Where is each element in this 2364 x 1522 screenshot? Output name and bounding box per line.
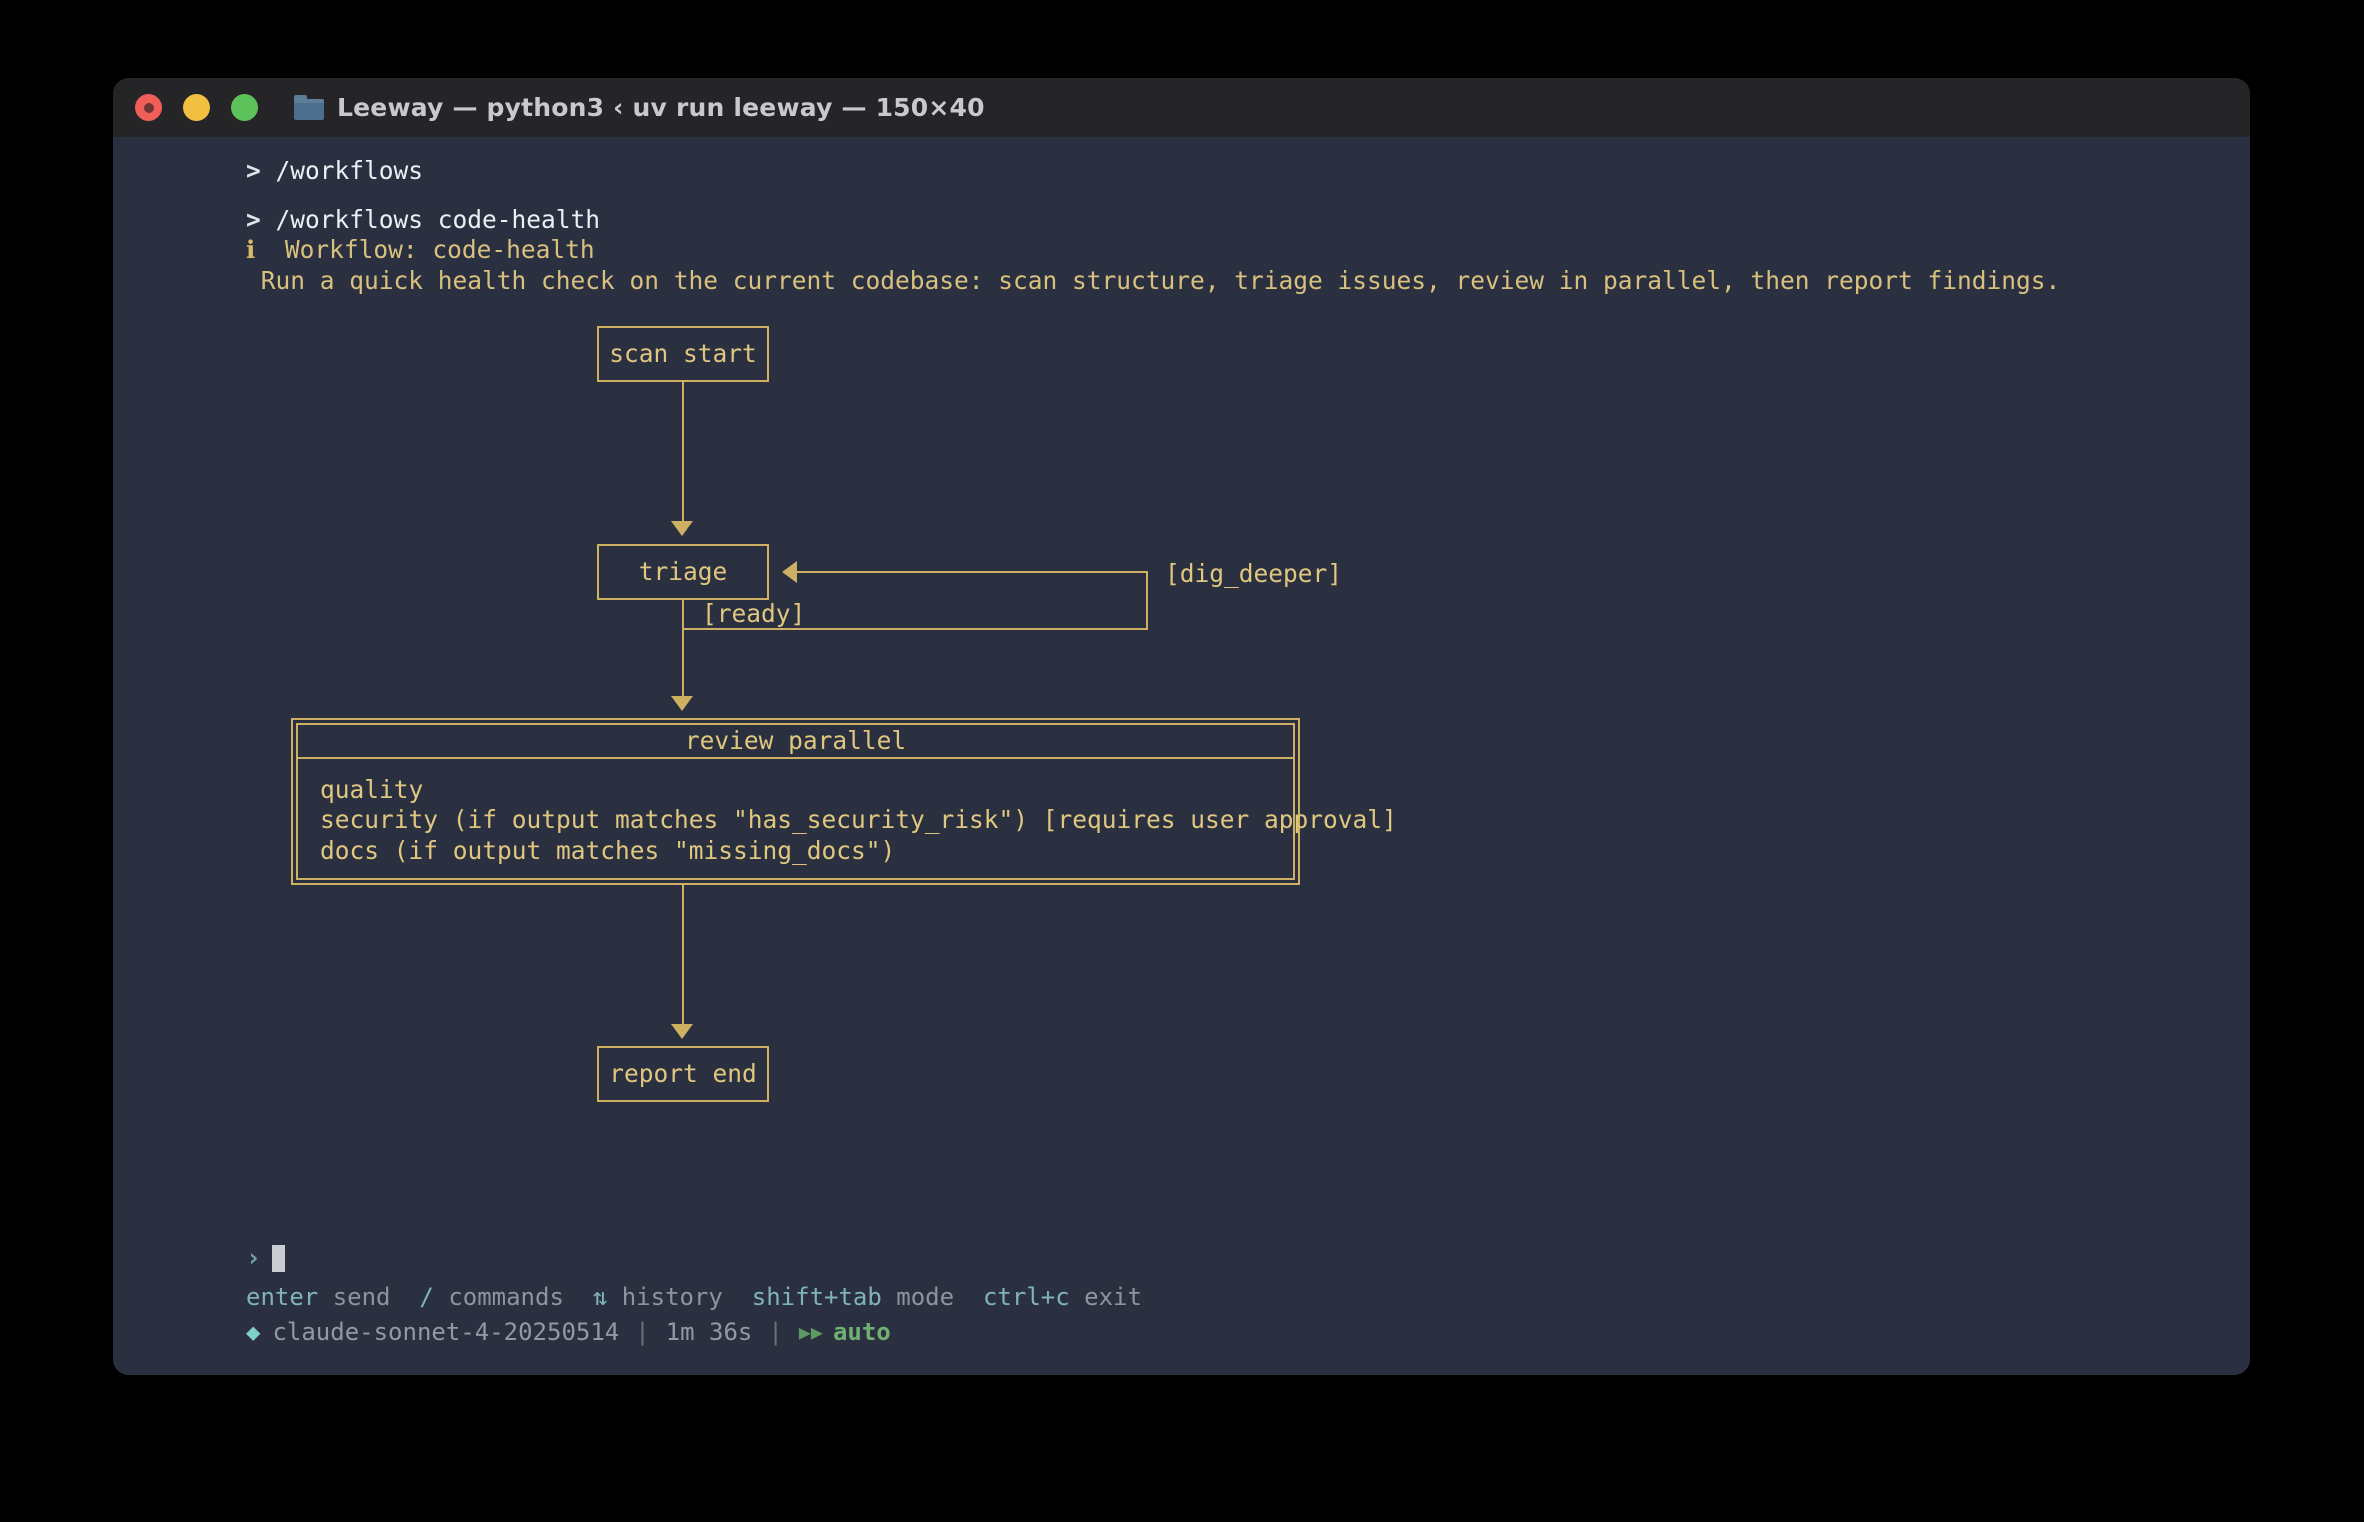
status-separator-2: |	[768, 1317, 783, 1346]
minimize-button[interactable]	[183, 94, 210, 121]
workflow-info-line: ℹ Workflow: code-health	[113, 235, 2250, 265]
prompt-symbol-2: >	[246, 205, 261, 235]
edge-loop-left	[682, 599, 684, 629]
mode-arrows-icon: ▶▶	[798, 1319, 823, 1344]
window-title-group: Leeway — python3 ‹ uv run leeway — 150×4…	[294, 93, 985, 122]
text-cursor	[271, 1245, 285, 1273]
node-triage[interactable]: triage	[597, 543, 769, 600]
edge-label-dig-deeper: [dig_deeper]	[1165, 558, 1343, 588]
parallel-branch-list: quality security (if output matches "has…	[298, 759, 1397, 878]
history-line-2: > /workflows code-health	[113, 205, 2250, 235]
terminal-footer: › enter send / commands ⇅ history shift+…	[113, 1242, 2250, 1347]
parallel-branch-item: security (if output matches "has_securit…	[320, 805, 1397, 835]
hint-desc-slash: commands	[448, 1282, 564, 1311]
hint-key-ctrl-c: ctrl+c	[982, 1282, 1070, 1311]
edge-label-ready: [ready]	[702, 598, 806, 628]
terminal-body: > /workflows > /workflows code-health ℹ …	[113, 137, 2250, 1375]
edge-triage-to-parallel	[682, 627, 684, 703]
edge-loop-right	[1146, 570, 1148, 629]
workflow-description: Run a quick health check on the current …	[260, 265, 2061, 295]
folder-icon	[294, 95, 324, 120]
node-scan-start-label: scan start	[609, 338, 757, 368]
window-title: Leeway — python3 ‹ uv run leeway — 150×4…	[337, 93, 985, 122]
workflow-diagram: scan start triage [dig_deeper] [ready]	[113, 306, 2250, 1146]
status-model-name[interactable]: claude-sonnet-4-20250514	[272, 1317, 620, 1346]
status-separator-1: |	[635, 1317, 650, 1346]
workflow-title: Workflow: code-health	[284, 235, 595, 265]
prompt-symbol: >	[246, 156, 261, 185]
node-review-parallel-label: review parallel	[684, 725, 907, 755]
model-diamond-icon: ◆	[246, 1317, 261, 1346]
node-triage-label: triage	[638, 556, 728, 586]
maximize-button[interactable]	[231, 94, 258, 121]
parallel-branch-item: quality	[320, 775, 424, 805]
node-review-parallel-header: review parallel	[298, 725, 1293, 760]
arrowhead-triage-to-parallel	[671, 695, 693, 711]
close-button[interactable]	[135, 94, 162, 121]
hint-desc-mode: mode	[896, 1282, 955, 1311]
command-input-row[interactable]: ›	[113, 1242, 2250, 1276]
terminal-window: Leeway — python3 ‹ uv run leeway — 150×4…	[113, 78, 2250, 1375]
status-bar: ◆ claude-sonnet-4-20250514 | 1m 36s | ▶▶…	[113, 1317, 2250, 1347]
node-review-parallel[interactable]: review parallel quality security (if out…	[291, 717, 1397, 885]
node-scan-start[interactable]: scan start	[597, 325, 769, 382]
hint-desc-history: history	[621, 1282, 723, 1311]
edge-loop-bottom	[682, 627, 1148, 630]
edge-start-to-triage	[682, 381, 684, 527]
info-icon: ℹ	[246, 235, 256, 265]
history-line-1: > /workflows	[113, 156, 2250, 186]
hint-key-shift-tab: shift+tab	[751, 1282, 882, 1311]
close-icon	[143, 102, 154, 113]
history-command-2-text: /workflows code-health	[275, 205, 601, 235]
node-report-end[interactable]: report end	[597, 1045, 769, 1102]
hint-key-arrows: ⇅	[592, 1282, 608, 1311]
parallel-branch-item: docs (if output matches "missing_docs")	[320, 835, 896, 865]
arrowhead-parallel-to-end	[671, 1023, 693, 1039]
node-report-end-label: report end	[609, 1058, 757, 1088]
workflow-description-line: Run a quick health check on the current …	[113, 266, 2250, 296]
hint-key-enter: enter	[246, 1282, 319, 1311]
edge-parallel-to-end	[682, 884, 684, 1030]
history-command-1	[261, 156, 276, 185]
history-command-1-text: /workflows	[275, 156, 424, 185]
hint-desc-enter: send	[332, 1282, 391, 1311]
hint-desc-exit: exit	[1084, 1282, 1142, 1311]
window-titlebar: Leeway — python3 ‹ uv run leeway — 150×4…	[113, 78, 2250, 137]
input-prompt-symbol: ›	[246, 1243, 261, 1273]
keyboard-hints: enter send / commands ⇅ history shift+ta…	[113, 1282, 2250, 1312]
edge-loop-top	[797, 570, 1148, 573]
hint-key-slash: /	[419, 1282, 434, 1311]
status-elapsed-time: 1m 36s	[665, 1317, 753, 1346]
arrowhead-loop-to-triage	[782, 560, 797, 583]
traffic-lights	[135, 94, 258, 121]
status-mode-label[interactable]: auto	[832, 1317, 891, 1346]
arrowhead-start-to-triage	[671, 520, 693, 536]
